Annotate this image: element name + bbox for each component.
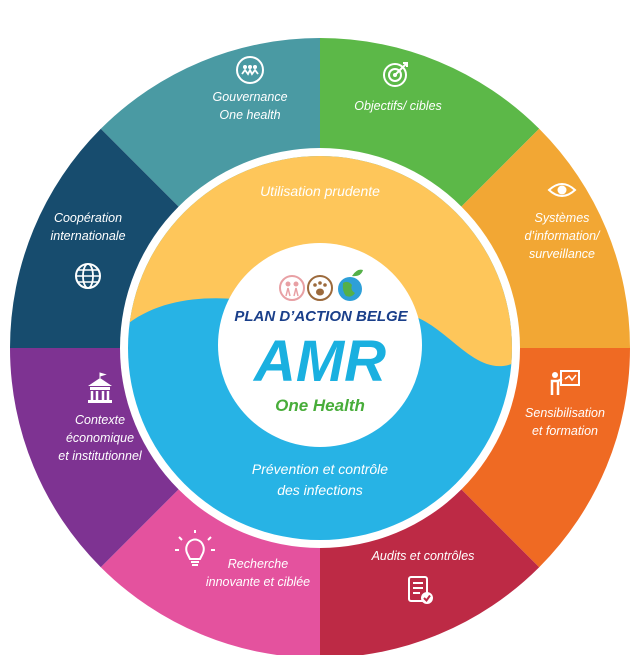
segment-label-line: Objectifs/ cibles xyxy=(354,99,442,113)
segment-label-line: One health xyxy=(219,108,280,122)
segment-label-line: d’information/ xyxy=(524,229,601,243)
segment-recherche xyxy=(100,483,320,655)
network-icon xyxy=(236,56,264,84)
people-icon xyxy=(279,275,305,301)
prevention-label-line1: Prévention et contrôle xyxy=(252,461,388,477)
segment-label-line: et institutionnel xyxy=(58,449,143,463)
segment-label-line: Coopération xyxy=(54,211,122,225)
segment-sensibilisation xyxy=(455,348,630,568)
segment-systemes xyxy=(455,128,630,348)
segment-label-line: innovante et ciblée xyxy=(206,575,310,589)
segment-objectifs xyxy=(320,38,540,213)
amr-title: AMR xyxy=(252,329,386,394)
prevention-label-line2: des infections xyxy=(277,482,363,498)
segment-label-line: Sensibilisation xyxy=(525,406,605,420)
segment-label-line: Contexte xyxy=(75,413,125,427)
segment-label-systemes: Systèmes d’information/surveillance xyxy=(524,211,601,261)
one-health-label: One Health xyxy=(275,396,365,415)
animal-icon xyxy=(307,275,333,301)
segment-label-audits: Audits et contrôles xyxy=(371,549,475,563)
target-icon xyxy=(383,62,408,87)
segment-label-cooperation: Coopération internationale xyxy=(50,211,125,243)
planet-icon xyxy=(338,269,363,301)
globe-icon xyxy=(75,263,101,289)
plan-subtitle: PLAN D’ACTION BELGE xyxy=(234,308,408,325)
segment-label-line: Recherche xyxy=(228,557,288,571)
segment-label-line: internationale xyxy=(50,229,125,243)
segment-label-line: économique xyxy=(66,431,134,445)
segment-label-line: Audits et contrôles xyxy=(371,549,475,563)
segment-gouvernance xyxy=(100,38,320,213)
segment-audits xyxy=(320,483,540,655)
checklist-icon xyxy=(408,576,433,604)
utilisation-label: Utilisation prudente xyxy=(260,183,380,199)
presentation-icon xyxy=(550,370,580,395)
lightbulb-icon xyxy=(175,530,215,566)
segment-contexte xyxy=(9,348,185,568)
segment-label-contexte: Contexte économique et institutionnel xyxy=(58,413,143,463)
center-circle xyxy=(218,243,422,447)
segment-label-objectifs: Objectifs/ cibles xyxy=(354,99,442,113)
segment-label-line: Systèmes xyxy=(535,211,590,225)
eye-icon xyxy=(547,183,577,197)
segment-label-sensibilisation: Sensibilisation et formation xyxy=(525,406,605,438)
segment-label-line: Gouvernance xyxy=(212,90,287,104)
building-icon xyxy=(88,372,112,403)
segment-label-recherche: Recherche innovante et ciblée xyxy=(206,557,310,589)
segment-label-line: surveillance xyxy=(529,247,595,261)
segment-label-line: et formation xyxy=(532,424,598,438)
segment-cooperation xyxy=(10,128,185,348)
